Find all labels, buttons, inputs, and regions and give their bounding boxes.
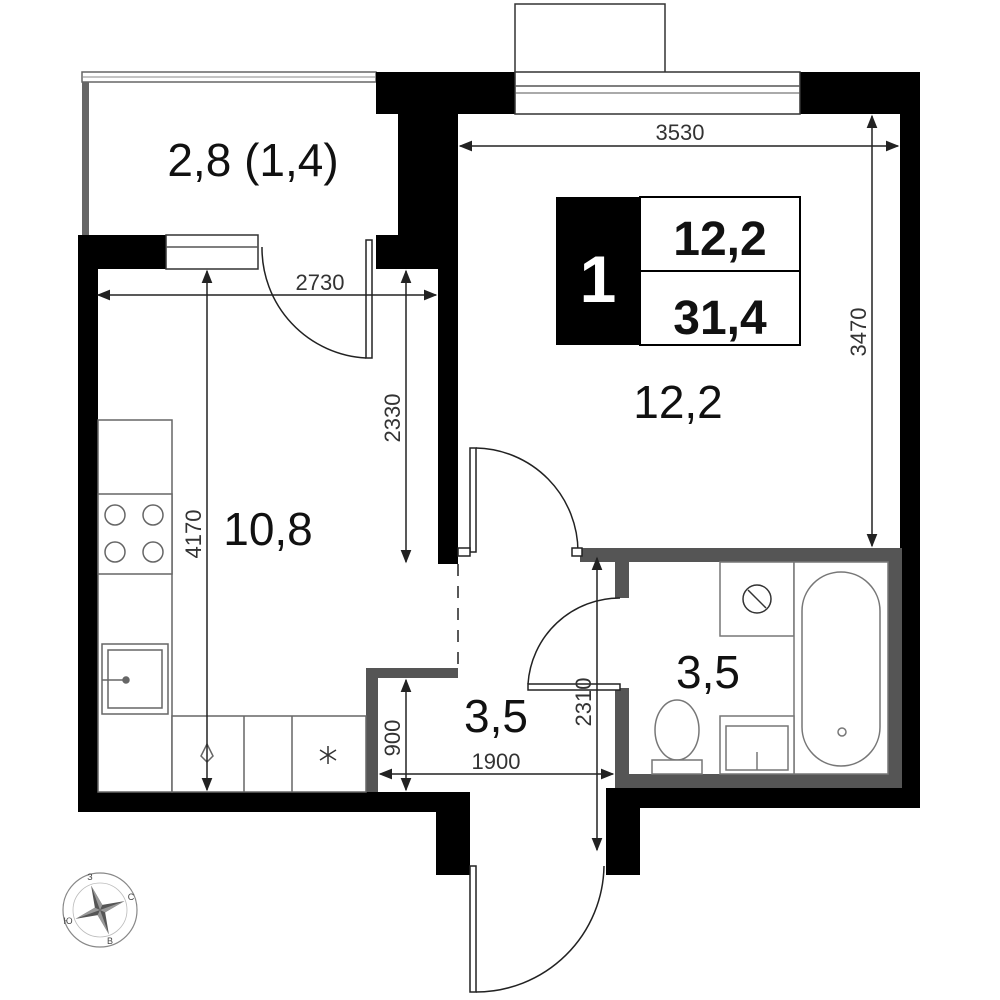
compass-east: С xyxy=(128,892,135,902)
dim-bedroom-depth: 3470 xyxy=(846,308,871,357)
bedroom-door-jamb-right xyxy=(571,547,583,557)
kitchen-sink-basin xyxy=(107,649,163,709)
entrance-door-arc xyxy=(475,865,605,993)
bath-wall-right xyxy=(888,548,902,788)
kitchen-counter-left xyxy=(97,419,173,793)
wall-bottom-left xyxy=(78,792,470,812)
compass-north: З xyxy=(87,872,92,882)
wall-entrance-left xyxy=(436,792,470,875)
entrance-door-leaf xyxy=(469,865,477,993)
wall-left xyxy=(78,235,98,812)
bathroom-door-arc xyxy=(527,597,621,685)
area-kitchen: 10,8 xyxy=(223,503,313,555)
burner-3 xyxy=(104,541,126,563)
bedroom-door-arc xyxy=(475,447,579,553)
bathroom-fixtures xyxy=(651,561,889,775)
dim-kitchen-width: 2730 xyxy=(296,270,345,295)
bedroom-window-bay xyxy=(514,3,666,77)
wall-kitchen-top-right xyxy=(376,235,458,269)
bedroom-door-jamb-left xyxy=(457,547,471,557)
wall-top-left xyxy=(376,72,515,114)
badge-room-count-box xyxy=(556,197,640,345)
wall-niche-side xyxy=(366,668,378,792)
fridge-snowflake-icon xyxy=(319,746,337,764)
toilet-bowl xyxy=(654,699,700,761)
compass-inner-ring xyxy=(72,882,128,938)
balcony-door-arc xyxy=(261,246,367,359)
bedroom-door-leaf xyxy=(469,447,477,553)
bath-wall-left-top xyxy=(615,562,629,598)
stove xyxy=(97,493,173,575)
kitchen-fixtures xyxy=(97,419,367,793)
bathroom-walls xyxy=(580,548,902,788)
washing-machine-door xyxy=(747,589,767,609)
kitchen-counter-bottom xyxy=(171,715,367,793)
wall-bottom-right xyxy=(615,788,920,808)
compass-star-icon xyxy=(75,885,125,935)
bathroom-door-leaf xyxy=(527,683,621,691)
windows xyxy=(165,3,801,270)
wall-partition xyxy=(438,114,458,564)
dim-bath-length: 2310 xyxy=(571,678,596,727)
burner-4 xyxy=(142,541,164,563)
bath-wall-top xyxy=(580,548,900,562)
badge-room-count: 1 xyxy=(580,242,617,316)
dim-hall-width: 1900 xyxy=(472,749,521,774)
wall-entrance-right xyxy=(606,788,640,875)
dim-kitchen-depth-partial: 2330 xyxy=(380,394,405,443)
wall-niche xyxy=(366,668,458,678)
dim-hall-niche: 900 xyxy=(380,720,405,757)
compass-south: В xyxy=(107,936,113,946)
area-bedroom: 12,2 xyxy=(633,376,723,428)
bath-wall-bottom xyxy=(615,774,902,788)
compass-west: Ю xyxy=(63,916,72,926)
wall-right xyxy=(900,72,920,808)
apartment-badge: 1 12,2 31,4 xyxy=(556,196,801,346)
burner-2 xyxy=(142,504,164,526)
area-hallway: 3,5 xyxy=(464,690,528,742)
bathtub-basin xyxy=(801,571,881,767)
kitchen-sink-drain xyxy=(122,676,130,684)
dimension-lines xyxy=(96,114,900,852)
dim-bedroom-width: 3530 xyxy=(656,120,705,145)
badge-total-area: 31,4 xyxy=(673,292,767,345)
kitchen-window xyxy=(165,234,259,270)
balcony-door-leaf xyxy=(365,239,373,359)
badge-living-area: 12,2 xyxy=(673,213,766,266)
balcony-side-wall xyxy=(82,82,89,235)
area-bathroom: 3,5 xyxy=(676,646,740,698)
area-balcony: 2,8 (1,4) xyxy=(167,134,338,186)
burner-1 xyxy=(104,504,126,526)
walls xyxy=(78,72,920,875)
bathtub-drain xyxy=(837,727,847,737)
toilet-tank xyxy=(651,759,703,775)
dim-kitchen-depth: 4170 xyxy=(181,510,206,559)
compass-rose: З С В Ю xyxy=(62,872,138,948)
bath-wall-left-bottom xyxy=(615,688,629,788)
